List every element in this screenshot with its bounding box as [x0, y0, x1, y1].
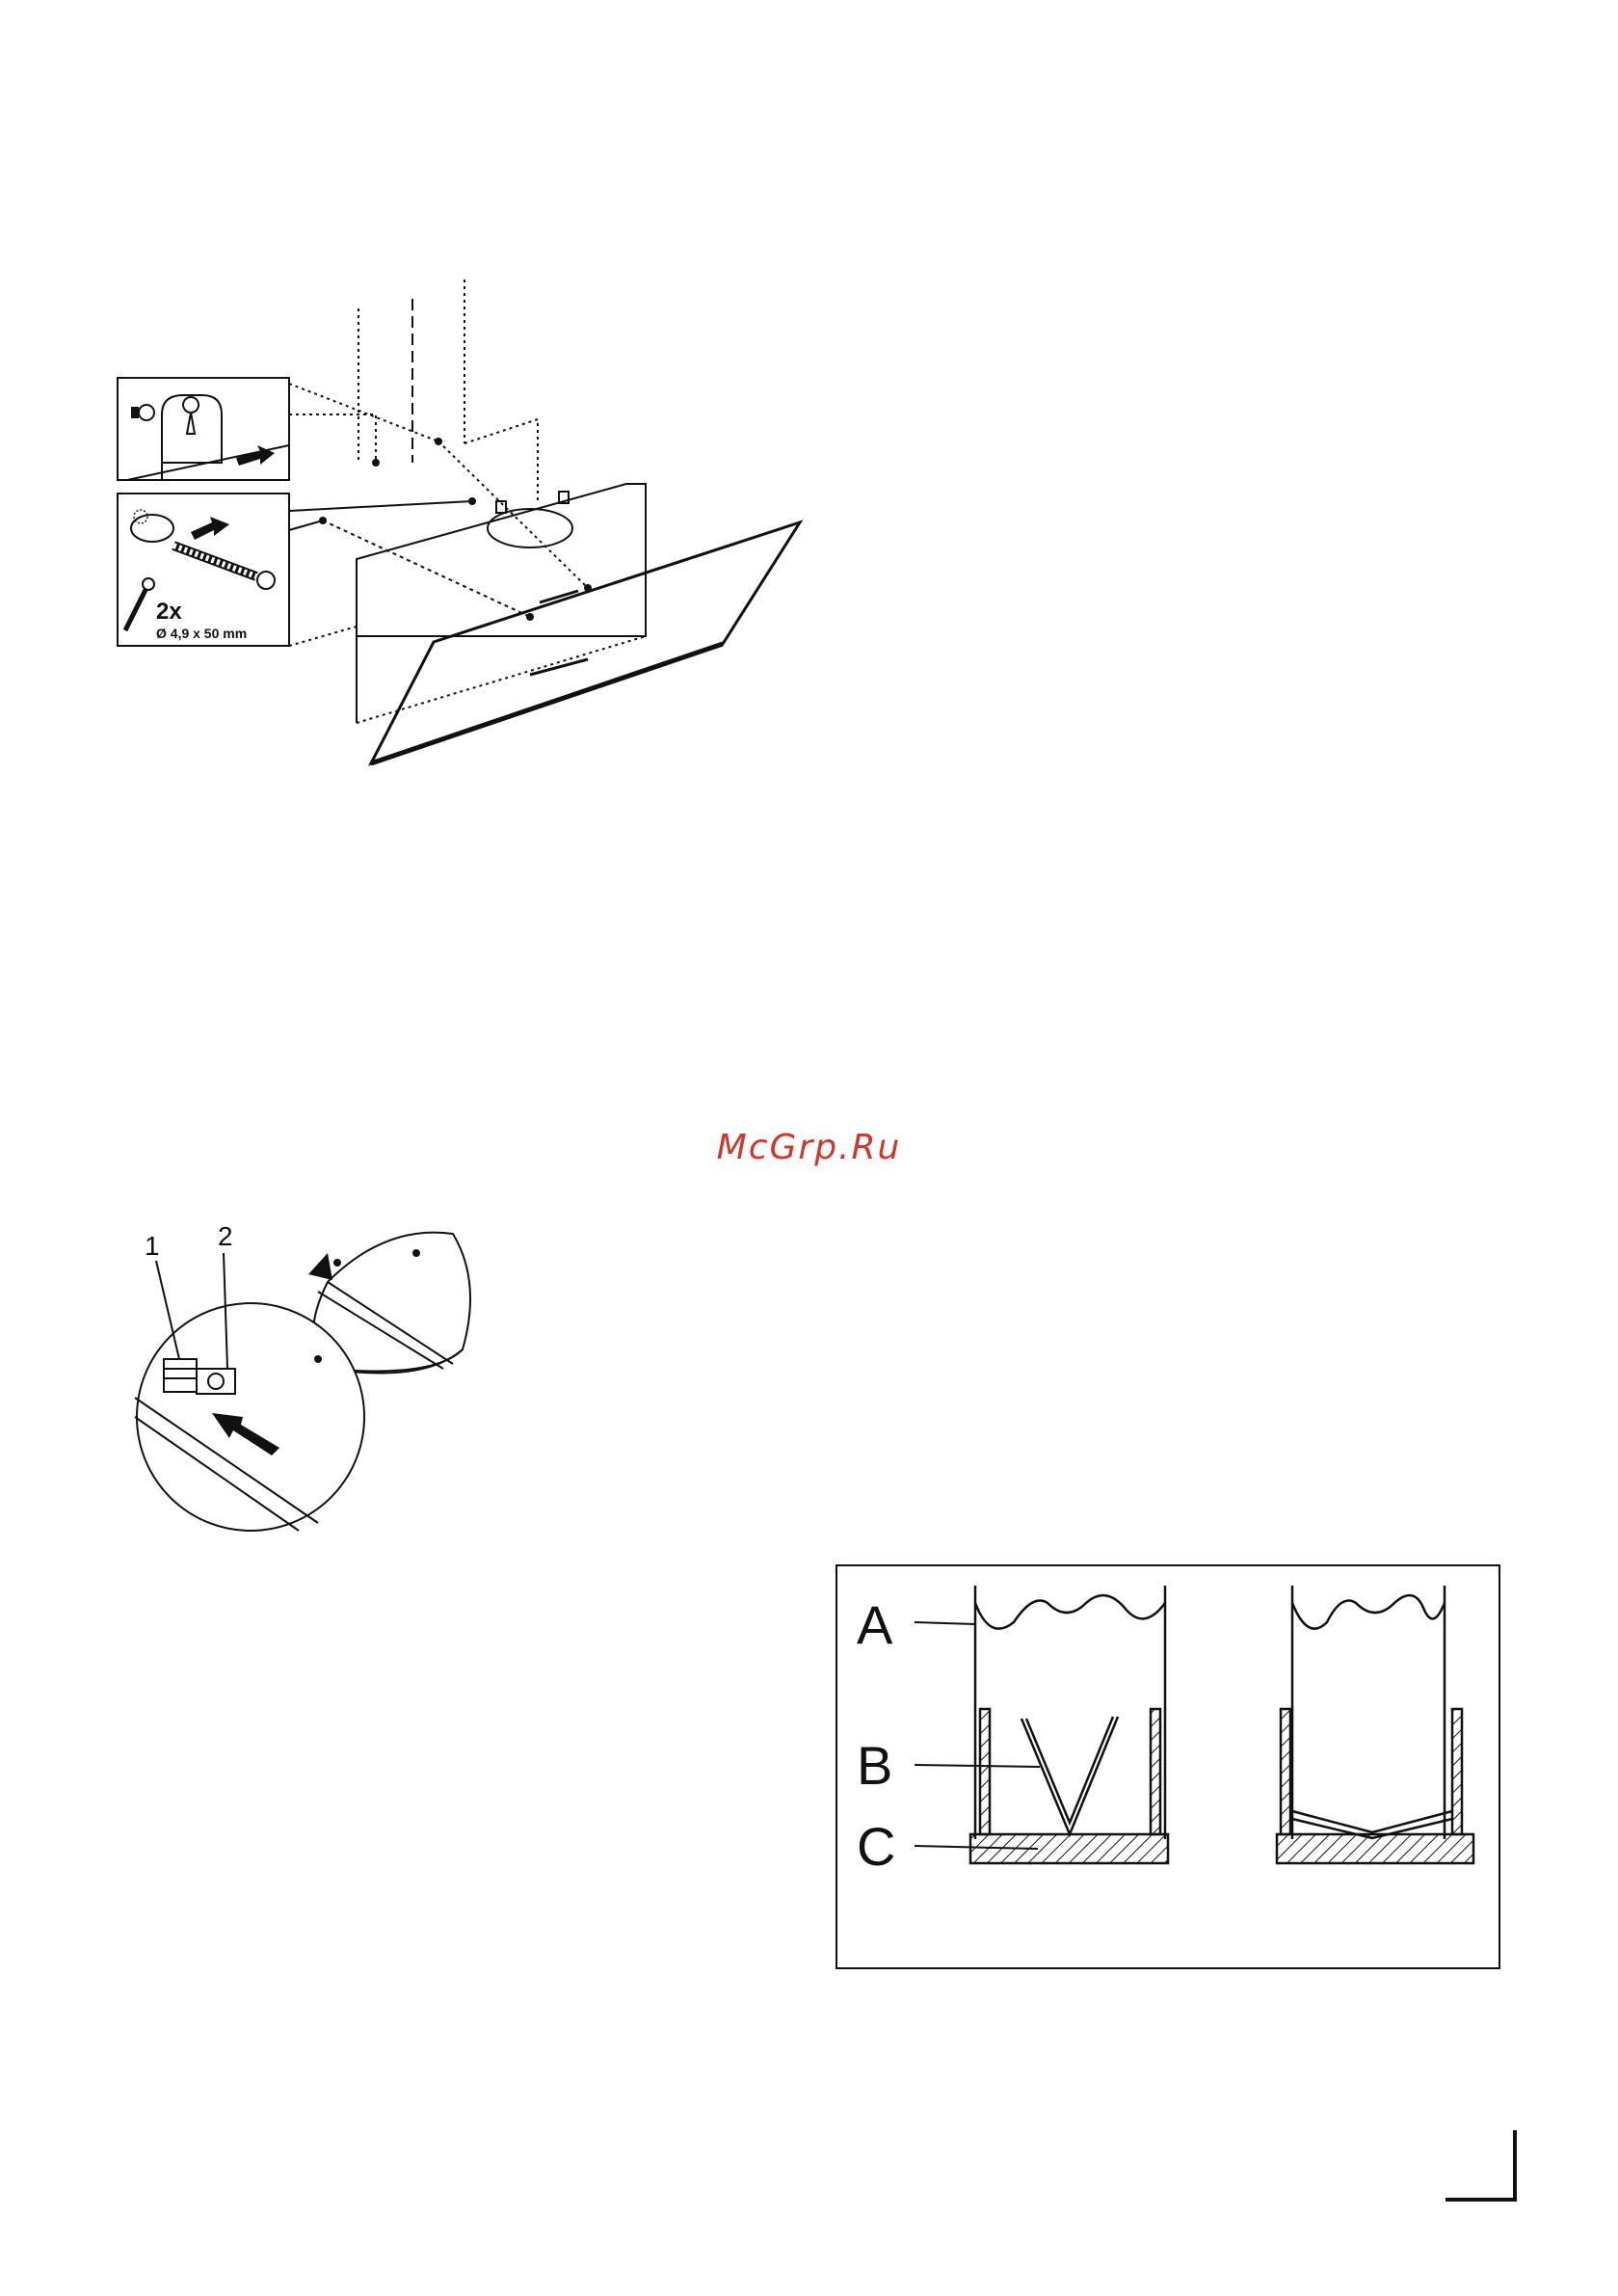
- screw-icon: [257, 572, 275, 589]
- valve-figure: A B C: [836, 1564, 1500, 1969]
- screw-head-icon: [139, 405, 154, 420]
- corner-mark-icon: [1446, 2130, 1523, 2207]
- valve-closed: [1277, 1586, 1473, 1863]
- push-arrow-icon: [308, 1253, 332, 1280]
- label-a: A: [857, 1594, 893, 1655]
- label-b: B: [857, 1735, 892, 1796]
- valve-open: [970, 1586, 1168, 1863]
- label-c: C: [857, 1816, 895, 1877]
- screw-anchor-inset: 2x Ø 4,9 x 50 mm: [118, 494, 289, 646]
- wall-plug-icon: [131, 515, 173, 542]
- screw-size-label: Ø 4,9 x 50 mm: [156, 626, 247, 641]
- filter-latch-figure: 1 2: [135, 1224, 520, 1533]
- quantity-label: 2x: [156, 599, 182, 625]
- callout-2: 2: [218, 1221, 233, 1251]
- watermark: McGrp.Ru: [0, 1128, 1618, 1167]
- keyhole-inset: [118, 378, 289, 480]
- hood-mounting-figure: 2x Ø 4,9 x 50 mm: [106, 270, 800, 771]
- callout-1: 1: [145, 1231, 160, 1261]
